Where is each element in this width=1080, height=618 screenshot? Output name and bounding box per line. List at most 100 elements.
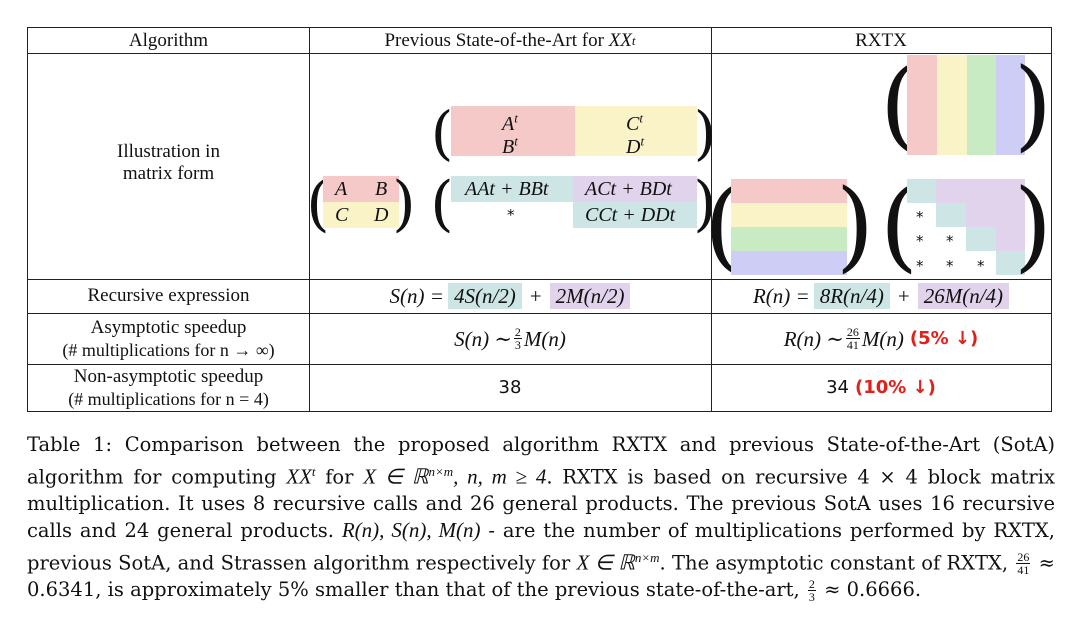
rxtx-result-diag-4 bbox=[996, 251, 1025, 275]
sota-top-At: At bbox=[502, 110, 518, 135]
row-label-asymptotic-line1: Asymptotic speedup bbox=[90, 316, 247, 338]
caption-math: X ∈ ℝ bbox=[363, 464, 429, 488]
rxtx-top-paren: ( bbox=[879, 48, 919, 162]
rxtx-result-star: * bbox=[916, 257, 924, 275]
caption-text: Table 1: Comparison between the proposed… bbox=[27, 433, 1055, 488]
row-label-illustration-line1: Illustration in bbox=[117, 141, 220, 162]
caption-math: XX bbox=[286, 464, 312, 488]
rxtx-result-upper-row2 bbox=[966, 203, 1025, 227]
caption-text: for bbox=[315, 465, 364, 488]
header-rxtx-text: RXTX bbox=[855, 29, 907, 51]
sota-recursive-lhs: S(n) = bbox=[389, 284, 444, 308]
caption-text: . The asymptotic constant of RXTX, bbox=[659, 551, 1015, 574]
rxtx-result-diag-2 bbox=[936, 203, 966, 227]
row-label-asymptotic: Asymptotic speedup (# multiplications fo… bbox=[28, 313, 309, 364]
sota-left-paren-close: ) bbox=[392, 169, 416, 239]
row-label-recursive-text: Recursive expression bbox=[87, 285, 250, 306]
row-label-nonasymptotic-line2: (# multiplications for n = 4) bbox=[68, 388, 269, 409]
caption-math-sup: n×m bbox=[428, 463, 454, 479]
header-sota-text: Previous State-of-the-Art for bbox=[384, 29, 609, 51]
row-label-nonasymptotic: Non-asymptotic speedup (# multiplication… bbox=[28, 364, 309, 411]
row-label-asymptotic-line2: (# multiplications for n → ∞) bbox=[62, 339, 275, 360]
sota-nonasymptotic-number: 38 bbox=[498, 376, 522, 398]
rxtx-result-star: * bbox=[946, 257, 954, 275]
row-divider bbox=[28, 53, 1051, 54]
column-divider bbox=[711, 28, 712, 411]
rxtx-result-diag-3 bbox=[966, 227, 996, 251]
rxtx-result-paren: ( bbox=[879, 169, 919, 283]
rxtx-recursive-term2: 26M(n/4) bbox=[917, 283, 1010, 309]
header-rxtx: RXTX bbox=[711, 28, 1051, 53]
sota-recursive-term1: 4S(n/2) bbox=[447, 283, 522, 309]
header-sota-sup: t bbox=[631, 32, 636, 48]
rxtx-nonasymptotic-number: 34 bbox=[826, 376, 849, 398]
header-algorithm: Algorithm bbox=[28, 28, 309, 53]
header-algorithm-text: Algorithm bbox=[128, 29, 209, 51]
row-label-illustration-line2: matrix form bbox=[122, 163, 215, 184]
rxtx-result-star: * bbox=[916, 232, 924, 250]
rxtx-nonasymptotic-value: 34 (10% ↓) bbox=[711, 364, 1051, 411]
rxtx-nonasymptotic-gain: (10% ↓) bbox=[855, 376, 936, 398]
rxtx-result-upper-row3 bbox=[996, 227, 1025, 251]
row-divider bbox=[28, 279, 1051, 280]
row-divider bbox=[28, 313, 1051, 314]
caption-text: . RXTX is based on recursive 4 × 4 block… bbox=[27, 465, 1055, 542]
caption-math: X ∈ ℝ bbox=[576, 550, 635, 574]
rxtx-result-paren-close: ) bbox=[1013, 169, 1053, 283]
rxtx-top-stripe-yellow bbox=[937, 55, 967, 155]
rxtx-top-stripe-green bbox=[967, 55, 996, 155]
comparison-table: Algorithm Previous State-of-the-Art for … bbox=[27, 27, 1052, 412]
sota-result-CCt-DDt: CCt + DDt bbox=[585, 204, 676, 226]
rxtx-left-stripe-yellow bbox=[731, 203, 847, 227]
rxtx-top-stripe-red bbox=[907, 55, 937, 155]
row-divider bbox=[28, 364, 1051, 365]
sota-result-paren-close: ) bbox=[693, 169, 717, 239]
caption-math-sup: n×m bbox=[634, 549, 660, 565]
sota-left-C: C bbox=[335, 204, 349, 226]
sota-top-block-left bbox=[451, 106, 575, 156]
rxtx-recursive-plus: + bbox=[897, 284, 910, 308]
rxtx-asymptotic-lhs: R(n) ∼ bbox=[783, 326, 844, 351]
rxtx-left-stripe-blue bbox=[731, 251, 847, 275]
row-label-nonasymptotic-line1: Non-asymptotic speedup bbox=[73, 365, 264, 387]
rxtx-asymptotic-rhs: M(n) bbox=[861, 326, 904, 351]
sota-top-Bt: Bt bbox=[502, 133, 518, 158]
caption-math: , n, m ≥ 4 bbox=[453, 464, 547, 488]
sota-result-AAt-BBt: AAt + BBt bbox=[465, 178, 549, 200]
rxtx-result-upper-row1 bbox=[936, 179, 1025, 203]
caption-math-sup: t bbox=[311, 463, 316, 479]
sota-left-block-bottom bbox=[323, 202, 399, 228]
row-label-illustration: Illustration in matrix form bbox=[28, 53, 309, 279]
header-sota-math: XX bbox=[608, 29, 632, 51]
row-label-recursive: Recursive expression bbox=[28, 279, 309, 313]
sota-nonasymptotic-value: 38 bbox=[309, 364, 711, 411]
rxtx-result-star: * bbox=[916, 208, 924, 226]
sota-recursive-term2: 2M(n/2) bbox=[549, 283, 631, 309]
rxtx-top-stripe-blue bbox=[996, 55, 1025, 155]
sota-result-star: * bbox=[507, 206, 515, 224]
sota-result-paren: ( bbox=[430, 169, 454, 239]
caption-text: ≈ 0.6341, is approximately 5% smaller th… bbox=[27, 551, 1055, 601]
sota-recursive-plus: + bbox=[529, 284, 542, 308]
sota-top-Dt: Dt bbox=[626, 133, 645, 158]
sota-top-paren: ( bbox=[430, 99, 454, 167]
sota-top-Ct: Ct bbox=[626, 110, 643, 135]
rxtx-result-star: * bbox=[946, 232, 954, 250]
caption-text: - are the number of multiplications perf… bbox=[27, 519, 1055, 574]
rxtx-left-stripe-green bbox=[731, 227, 847, 251]
rxtx-recursive-lhs: R(n) = bbox=[752, 284, 810, 308]
rxtx-recursive-expression: R(n) = 8R(n/4) + 26M(n/4) bbox=[711, 279, 1051, 313]
rxtx-left-paren: ( bbox=[703, 169, 743, 283]
rxtx-top-paren-close: ) bbox=[1013, 48, 1053, 162]
rxtx-result-diag-1 bbox=[907, 179, 936, 203]
sota-asymptotic-lhs: S(n) ∼ bbox=[454, 326, 512, 351]
sota-left-D: D bbox=[374, 204, 389, 226]
rxtx-result-star: * bbox=[977, 257, 985, 275]
